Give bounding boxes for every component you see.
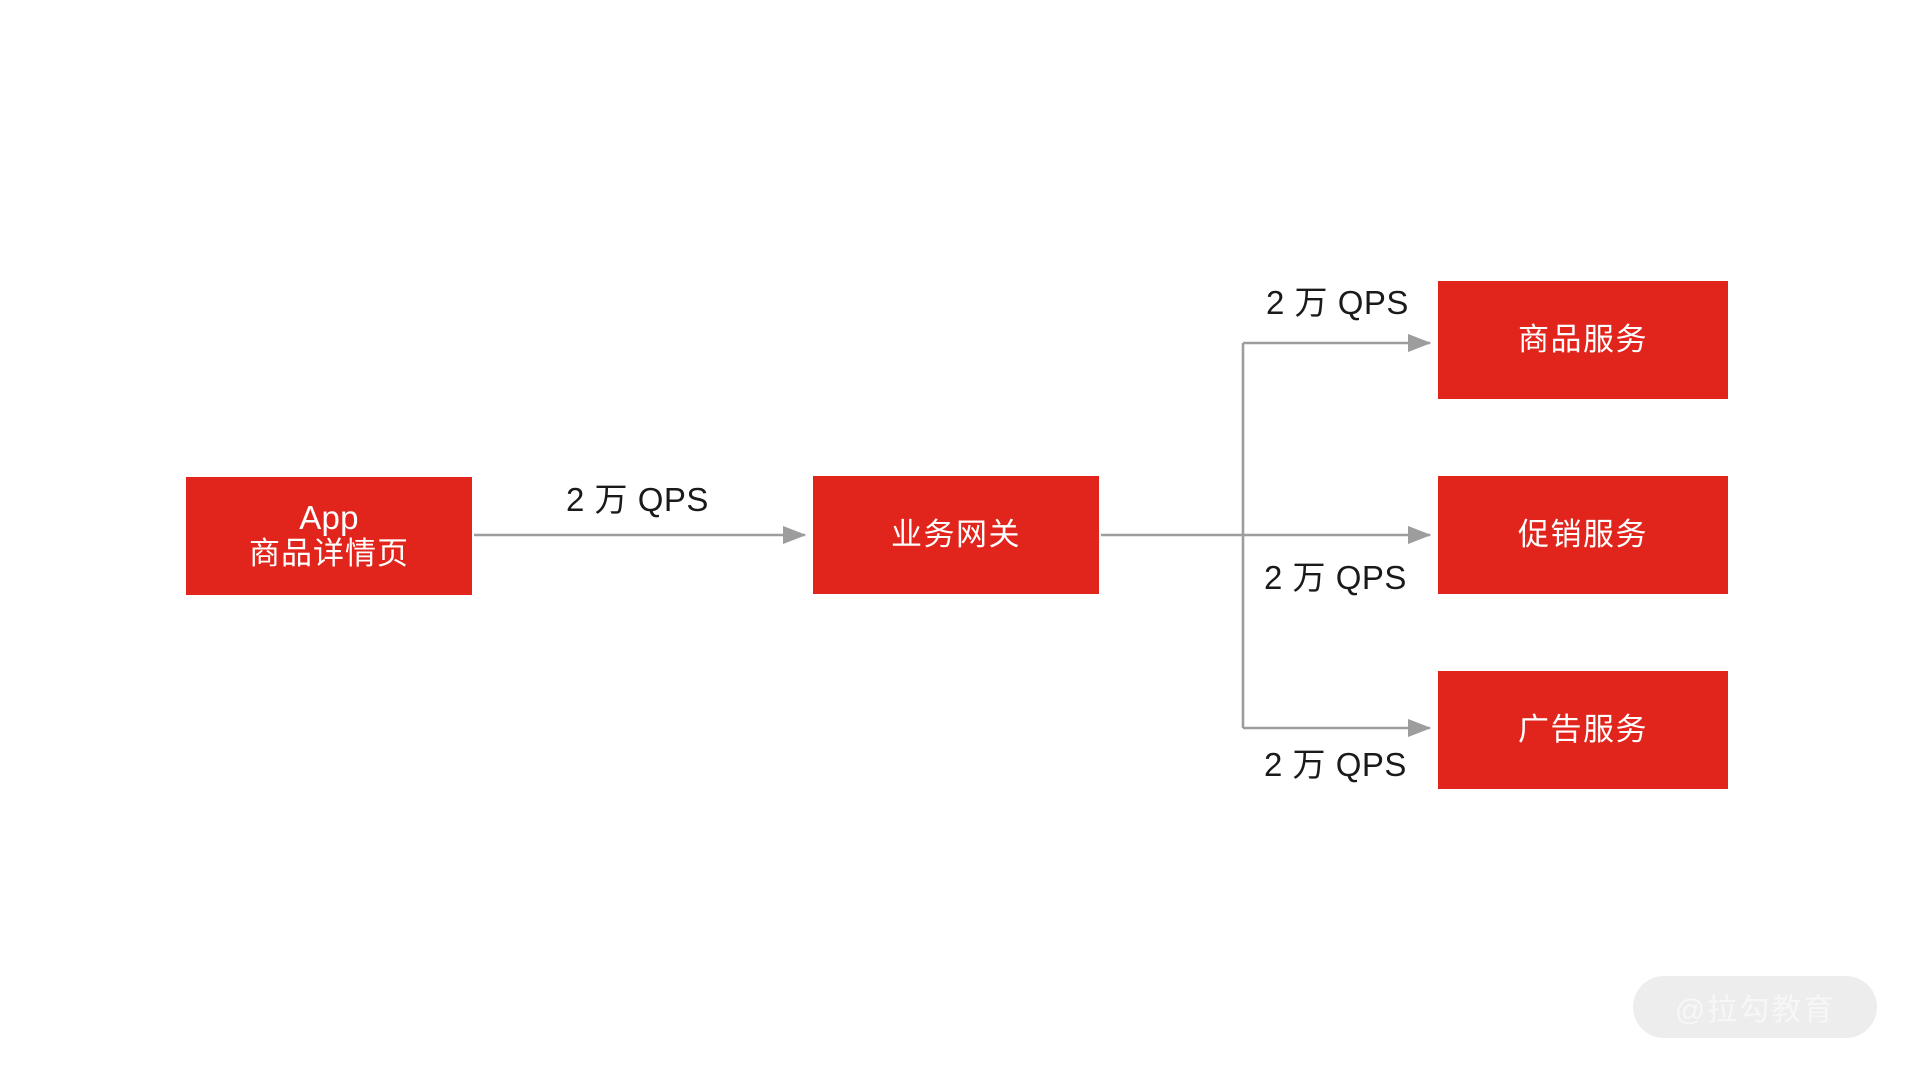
node-promotion-service-title: 促销服务 — [1518, 516, 1648, 552]
node-gateway-title: 业务网关 — [891, 516, 1021, 552]
node-product-service[interactable]: 商品服务 — [1438, 281, 1728, 399]
node-ad-service-title: 广告服务 — [1518, 711, 1648, 747]
watermark-text: @拉勾教育 — [1674, 994, 1836, 1027]
node-promotion-service[interactable]: 促销服务 — [1438, 476, 1728, 594]
edge-label-gateway-to-ad: 2 万 QPS — [1264, 746, 1407, 783]
watermark-badge: @拉勾教育 — [1633, 976, 1877, 1038]
edge-label-gateway-to-product: 2 万 QPS — [1266, 284, 1409, 321]
node-app-title: App — [299, 499, 359, 537]
node-gateway[interactable]: 业务网关 — [813, 476, 1099, 594]
edge-label-app-to-gateway: 2 万 QPS — [566, 481, 709, 518]
node-product-service-title: 商品服务 — [1518, 321, 1648, 357]
node-ad-service[interactable]: 广告服务 — [1438, 671, 1728, 789]
connector-gateway-trunk — [1101, 343, 1245, 728]
node-app[interactable]: App 商品详情页 — [186, 477, 472, 595]
node-app-subtitle: 商品详情页 — [249, 536, 409, 572]
edge-label-gateway-to-promotion: 2 万 QPS — [1264, 559, 1407, 596]
